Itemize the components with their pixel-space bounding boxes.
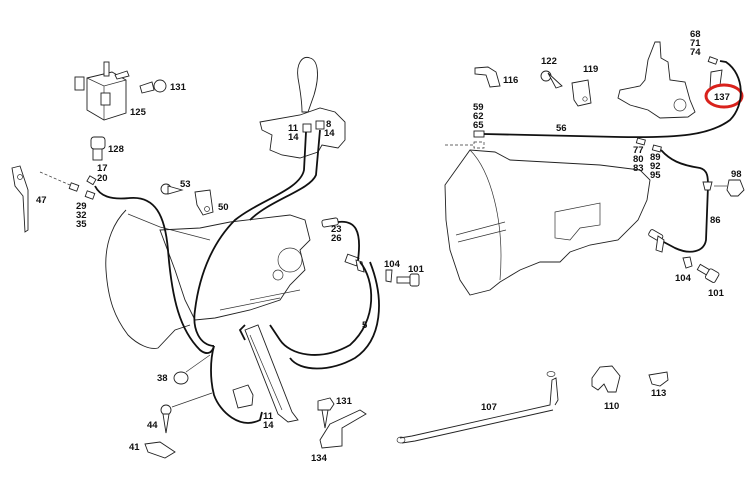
label-128: 128 <box>108 144 124 155</box>
bracket-116[interactable] <box>474 66 501 88</box>
screw-122[interactable] <box>540 70 563 89</box>
label-122: 122 <box>541 56 557 67</box>
label-95: 95 <box>650 170 661 181</box>
gearbox-body-left <box>159 214 311 321</box>
grommet-98[interactable] <box>726 179 745 197</box>
label-89: 89 <box>650 152 661 163</box>
label-86: 86 <box>710 215 721 226</box>
label-17: 17 <box>97 163 108 174</box>
grommet-on-86[interactable] <box>702 181 713 191</box>
label-14-top: 14 <box>288 132 299 143</box>
clip-110[interactable] <box>591 365 621 393</box>
label-5: 5 <box>362 320 368 331</box>
label-110: 110 <box>604 401 619 412</box>
label-116: 116 <box>503 75 518 86</box>
ring-38[interactable] <box>173 371 189 385</box>
label-32: 32 <box>76 210 87 221</box>
label-59: 59 <box>473 102 484 113</box>
bell-housing-left <box>105 209 191 349</box>
label-107: 107 <box>481 402 497 413</box>
switch-11-bottom[interactable] <box>232 384 254 409</box>
label-35: 35 <box>76 219 87 230</box>
label-101-right: 101 <box>708 288 725 299</box>
label-14-right: 14 <box>324 128 335 139</box>
connector-59[interactable] <box>473 130 485 138</box>
label-131-bottom: 131 <box>336 396 353 407</box>
label-134: 134 <box>311 453 328 464</box>
clip-41[interactable] <box>144 441 176 459</box>
clip-119[interactable] <box>571 79 592 107</box>
sensor-left[interactable] <box>344 253 365 273</box>
bracket-47[interactable] <box>11 165 29 233</box>
plug-128[interactable] <box>90 136 106 161</box>
label-14-bottom: 14 <box>263 420 274 431</box>
connector-77[interactable] <box>635 137 646 146</box>
wiring-harness-left <box>94 185 215 354</box>
connector-89[interactable] <box>651 144 662 153</box>
washer-104-left[interactable] <box>385 269 393 283</box>
bolt-101-left[interactable] <box>396 273 420 287</box>
label-83: 83 <box>633 163 644 174</box>
label-41: 41 <box>129 442 140 453</box>
label-29: 29 <box>76 201 87 212</box>
label-56: 56 <box>556 123 567 134</box>
label-44: 44 <box>147 420 158 431</box>
label-98: 98 <box>731 169 742 180</box>
label-11-bottom: 11 <box>263 411 274 422</box>
label-104-left: 104 <box>384 259 401 270</box>
bracket-134[interactable] <box>319 409 367 449</box>
connector-29[interactable] <box>68 182 80 192</box>
label-8: 8 <box>326 119 331 130</box>
screw-44[interactable] <box>160 404 172 434</box>
label-23: 23 <box>331 224 342 235</box>
label-53: 53 <box>180 179 191 190</box>
label-131-top: 131 <box>170 82 187 93</box>
transmission-right <box>444 149 651 296</box>
label-50: 50 <box>218 202 229 213</box>
actuator-housing <box>617 41 696 119</box>
bolt-131-bottom[interactable] <box>317 397 335 429</box>
highlight-circle-137[interactable] <box>704 83 744 109</box>
grommet-113[interactable] <box>648 371 669 387</box>
clip-50[interactable] <box>194 189 214 216</box>
cable-86 <box>659 149 709 253</box>
label-11-top: 11 <box>288 123 299 134</box>
label-113: 113 <box>651 388 666 399</box>
washer-104-right[interactable] <box>682 256 693 269</box>
label-101-left: 101 <box>408 264 425 275</box>
switch-8[interactable] <box>315 120 325 130</box>
label-74: 74 <box>690 47 701 58</box>
solenoid-valve-125[interactable] <box>74 61 130 121</box>
label-125: 125 <box>130 107 147 118</box>
label-38: 38 <box>157 373 168 384</box>
rod-107[interactable] <box>396 371 559 444</box>
label-62: 62 <box>473 111 484 122</box>
screw-131[interactable] <box>139 79 167 94</box>
label-71: 71 <box>690 38 701 49</box>
connector-17[interactable] <box>86 175 97 186</box>
screw-53[interactable] <box>160 183 184 195</box>
label-92: 92 <box>650 161 661 172</box>
shift-lever <box>259 56 346 159</box>
label-47: 47 <box>36 195 47 206</box>
sensor-right[interactable] <box>648 229 665 253</box>
label-77: 77 <box>633 145 644 156</box>
label-119: 119 <box>583 64 598 75</box>
connector-32[interactable] <box>84 190 96 200</box>
label-68: 68 <box>690 29 701 40</box>
switch-11[interactable] <box>302 123 312 133</box>
label-65: 65 <box>473 120 484 131</box>
label-137: 137 <box>714 92 730 103</box>
label-20: 20 <box>97 173 108 184</box>
bolt-101-right[interactable] <box>696 263 720 283</box>
label-26: 26 <box>331 233 342 244</box>
pedal-bracket <box>244 324 299 423</box>
cable-56 <box>483 60 742 139</box>
label-104-right: 104 <box>675 273 692 284</box>
label-80: 80 <box>633 154 644 165</box>
